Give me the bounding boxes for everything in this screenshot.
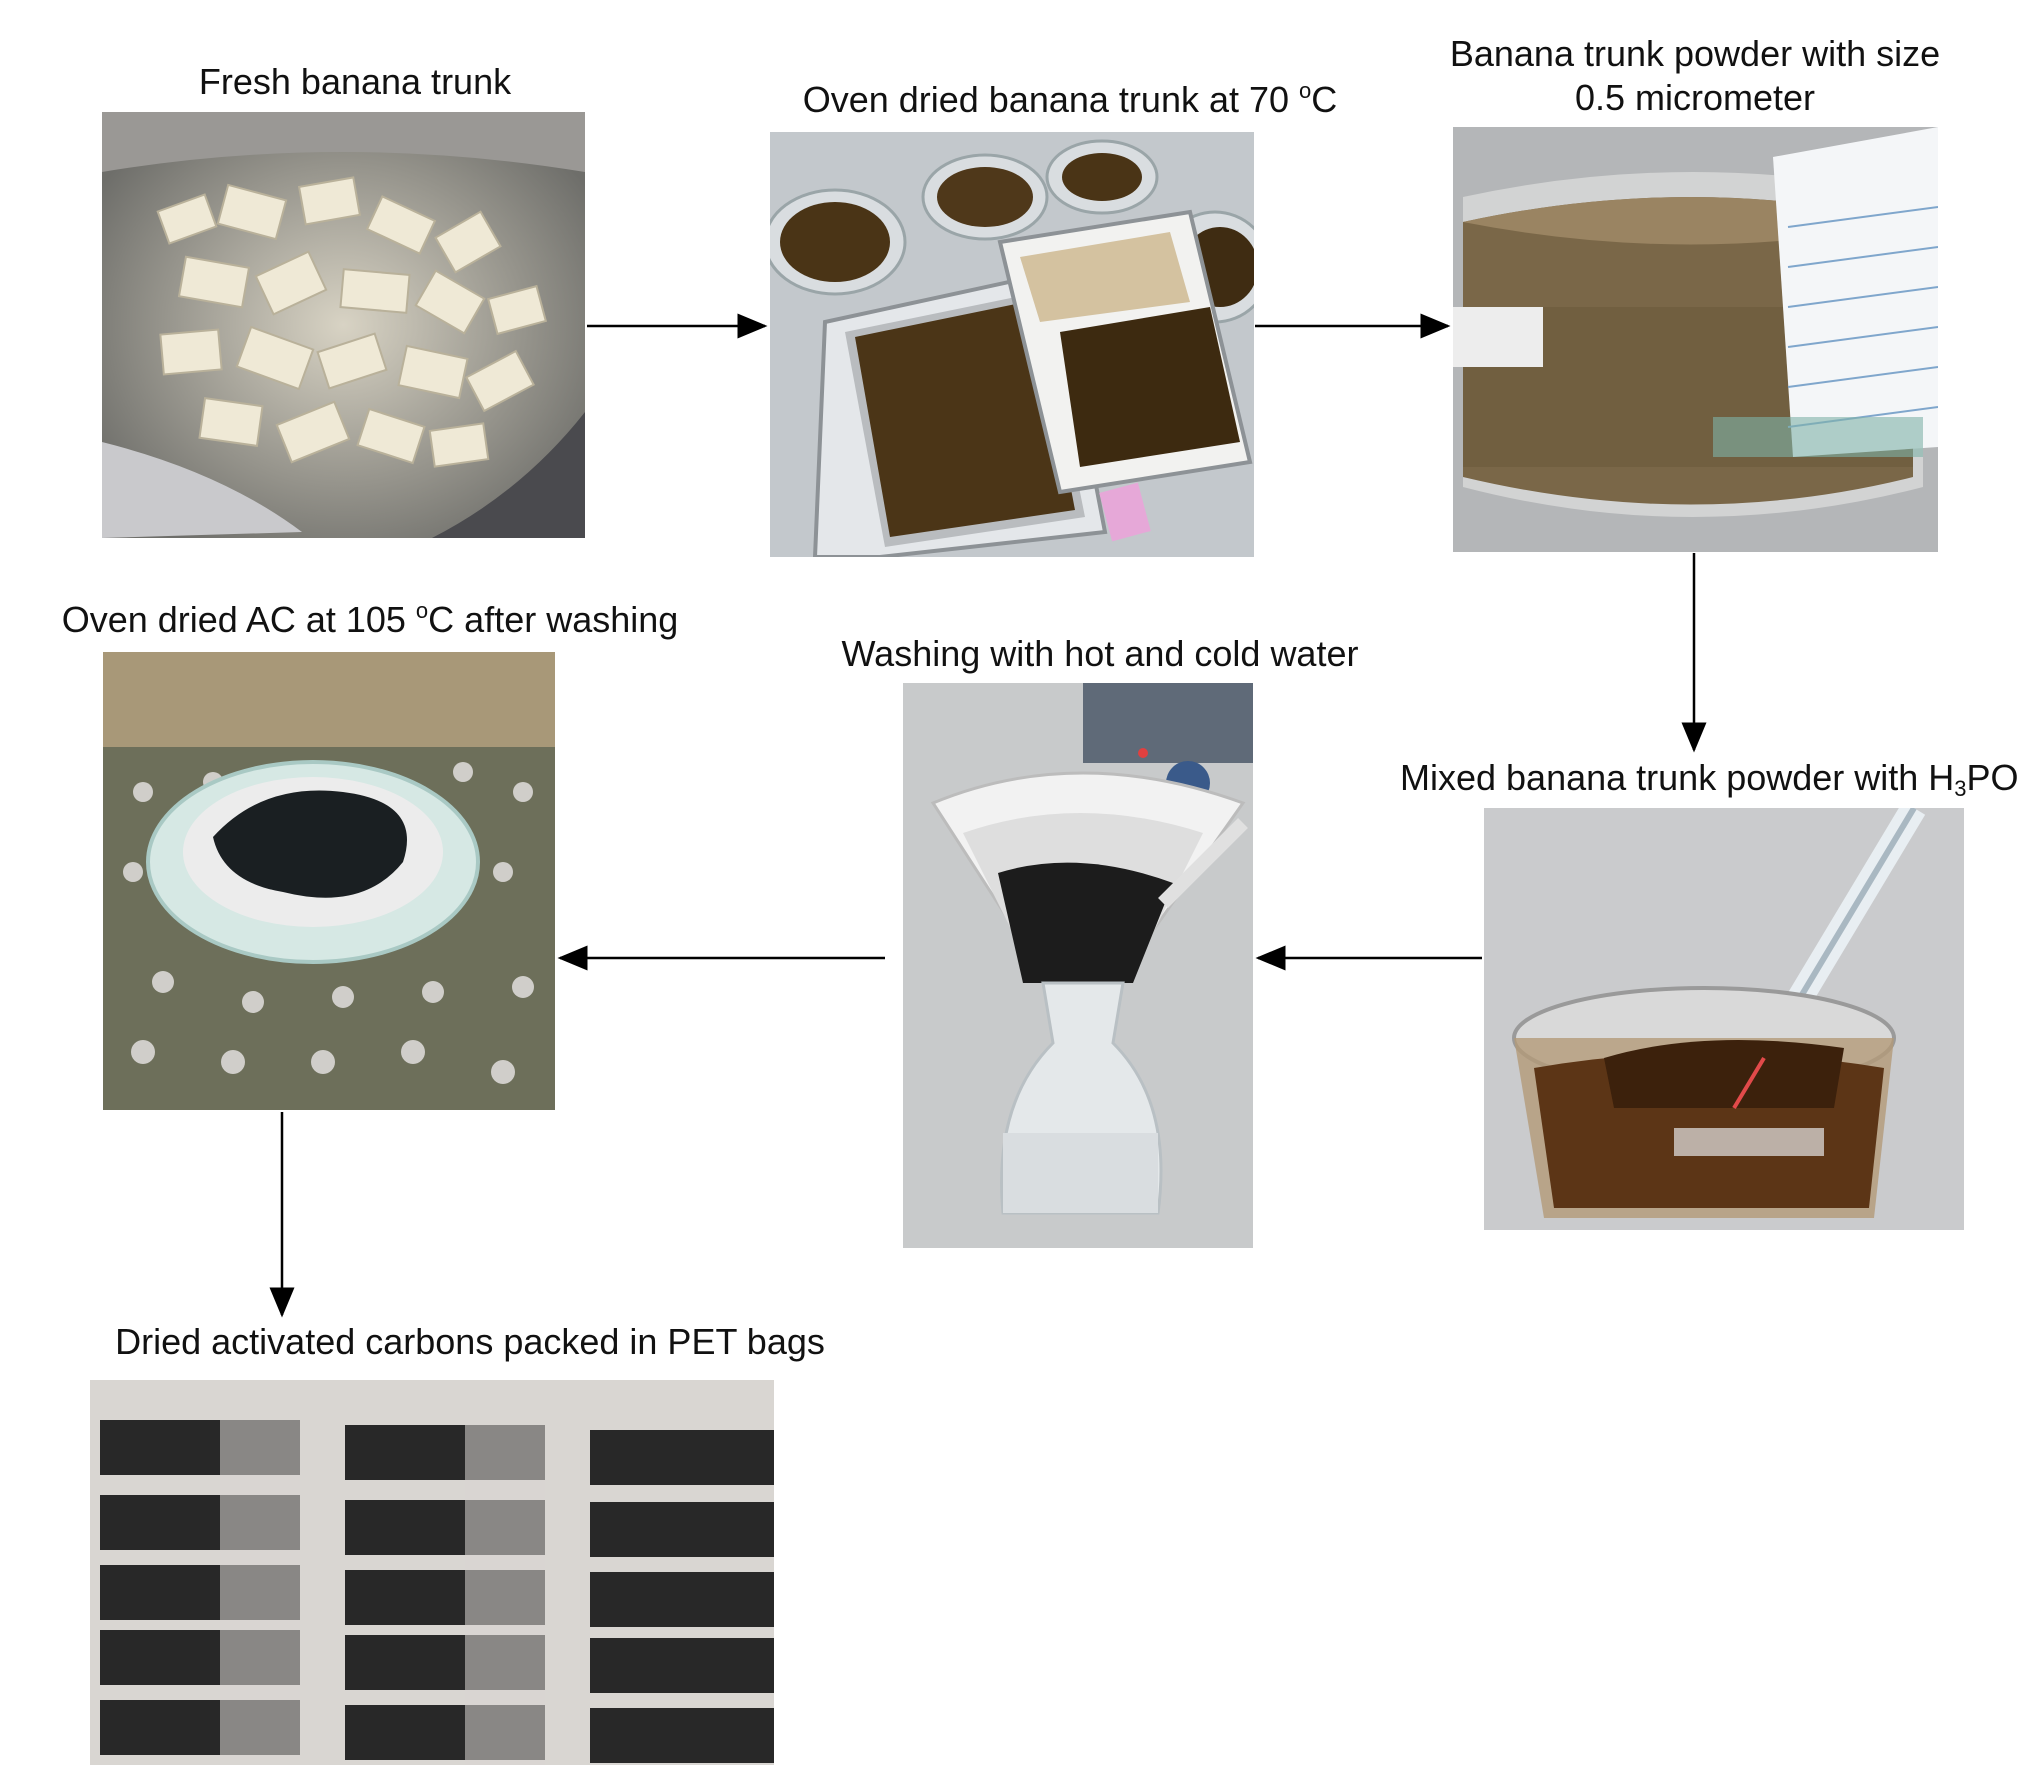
washing-photo: [903, 683, 1253, 1248]
banana-trunk-powder-label: Banana trunk powder with size 0.5 microm…: [1449, 33, 1941, 118]
mixed-powder-photo: [1484, 808, 1964, 1230]
banana-trunk-powder-photo: [1453, 127, 1938, 552]
fresh-banana-trunk-photo: [102, 112, 585, 538]
mixed-powder-label: Mixed banana trunk powder with H3PO: [1400, 757, 2019, 801]
washing-label: Washing with hot and cold water: [841, 633, 1359, 674]
dried-activated-carbons-label: Dried activated carbons packed in PET ba…: [115, 1321, 825, 1362]
fresh-banana-trunk-label: Fresh banana trunk: [198, 61, 512, 102]
oven-dried-banana-trunk-label: Oven dried banana trunk at 70 oC: [802, 78, 1338, 120]
oven-dried-ac-photo: [103, 652, 555, 1110]
packed-carbons-photo: [90, 1380, 774, 1765]
oven-dried-banana-trunk-photo: [770, 132, 1254, 557]
oven-dried-ac-label: Oven dried AC at 105 oC after washing: [61, 598, 679, 640]
